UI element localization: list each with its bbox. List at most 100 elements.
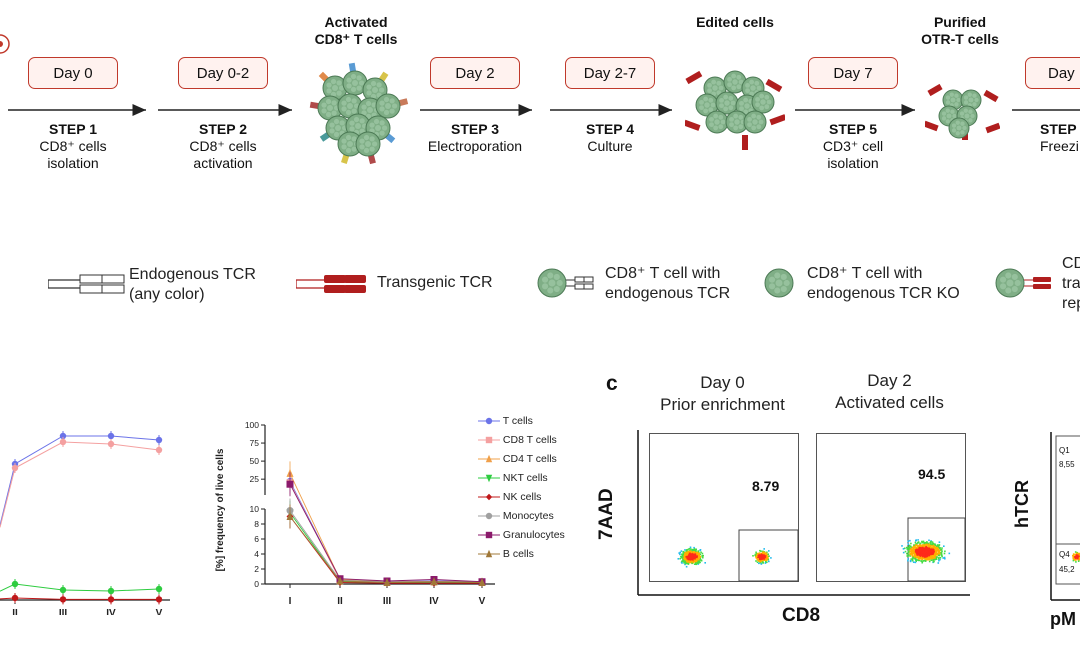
data-point xyxy=(107,596,115,603)
cell xyxy=(743,110,767,134)
cell xyxy=(375,93,401,119)
x-tick-label: V xyxy=(156,608,163,615)
legend-item: CD8 T cells xyxy=(478,434,557,446)
cell xyxy=(342,70,368,96)
y-tick-label: 75 xyxy=(250,438,260,448)
y-tick-label: 6 xyxy=(254,534,259,544)
data-point xyxy=(107,587,115,595)
legend-swatch xyxy=(478,418,500,425)
series-line xyxy=(0,583,160,592)
cell xyxy=(537,268,567,298)
cell xyxy=(723,70,747,94)
legend-swatch xyxy=(478,437,500,444)
q1-value: 8,55 xyxy=(1059,460,1075,469)
data-point xyxy=(11,594,19,602)
legend-endogenous-text: Endogenous TCR(any color) xyxy=(129,266,256,303)
series-line xyxy=(0,597,159,600)
y-tick-label: 2 xyxy=(254,564,259,574)
y-tick-label: 25 xyxy=(250,474,260,484)
series-line xyxy=(289,484,483,583)
day-box-2: Day 0-2 xyxy=(178,57,268,89)
population-cd8 xyxy=(752,548,772,565)
gate-1 xyxy=(738,529,799,582)
x-tick-label: IV xyxy=(429,596,439,607)
population-negative xyxy=(677,546,706,568)
purified-cells-illustration xyxy=(925,83,1000,140)
data-point xyxy=(155,585,163,593)
series-line xyxy=(289,482,483,583)
y-tick-label: 0 xyxy=(254,579,259,589)
legend-item: NKT cells xyxy=(478,472,548,484)
cell xyxy=(337,131,363,157)
data-point xyxy=(59,438,67,446)
day-box-3: Day 2 xyxy=(430,57,520,89)
series-line xyxy=(289,516,482,584)
data-point xyxy=(59,586,67,594)
data-point xyxy=(155,436,163,444)
y-axis-label: 7AAD xyxy=(596,488,617,540)
series-line xyxy=(289,473,482,583)
legend-label: Monocytes xyxy=(500,510,554,522)
flow-plot-1 xyxy=(649,433,799,582)
data-point xyxy=(478,578,486,586)
data-point xyxy=(286,512,294,520)
activated-cells-illustration xyxy=(309,62,409,165)
y-tick-label: 8 xyxy=(254,519,259,529)
gate-2-value: 94.5 xyxy=(918,466,946,482)
cell-transgenic-icon xyxy=(995,268,1051,298)
legend-swatch xyxy=(478,494,500,501)
edited-cells-illustration xyxy=(685,70,785,150)
cell xyxy=(995,268,1025,298)
x-tick-label: II xyxy=(12,608,18,615)
series-line xyxy=(289,512,482,583)
cell xyxy=(695,93,719,117)
q4-label: Q4 xyxy=(1059,550,1070,559)
x-tick-label: IV xyxy=(106,608,116,615)
cell-endogenous-icon xyxy=(537,268,594,298)
y-axis-label: [%] frequency of live cells xyxy=(215,448,226,571)
cell xyxy=(705,110,729,134)
series-line xyxy=(289,516,483,583)
day-box-4: Day 2-7 xyxy=(565,57,655,89)
q1-label: Q1 xyxy=(1059,446,1070,455)
data-point xyxy=(430,577,438,586)
transgenic-receptor xyxy=(925,120,939,132)
x-tick-label: III xyxy=(59,608,68,615)
data-point xyxy=(383,578,391,586)
x-tick-label: I xyxy=(289,596,292,607)
flow-axes xyxy=(637,430,970,596)
gate-1-value: 8.79 xyxy=(752,478,780,494)
legend-label: CD8 T cells xyxy=(500,434,557,446)
flow-plot-3 xyxy=(1050,432,1080,601)
y-tick-label: 10 xyxy=(250,504,260,514)
q4-value: 45,2 xyxy=(1059,565,1075,574)
legend-label: NK cells xyxy=(500,491,542,503)
data-point xyxy=(11,464,19,472)
series-line xyxy=(289,510,482,583)
legend-item: B cells xyxy=(478,548,534,560)
day-box-1: Day 0 xyxy=(28,57,118,89)
data-point xyxy=(11,580,19,588)
legend-swatch xyxy=(478,532,500,539)
series-line xyxy=(0,435,160,526)
cell xyxy=(942,89,964,111)
data-point xyxy=(155,596,163,603)
cell xyxy=(751,90,775,114)
panel-letter: c xyxy=(606,372,618,395)
cell xyxy=(948,117,970,139)
y-tick-label: 50 xyxy=(250,456,260,466)
x-tick-label: V xyxy=(479,596,486,607)
cell xyxy=(725,110,749,134)
x-tick-label: III xyxy=(383,596,392,607)
legend-label: B cells xyxy=(500,548,534,560)
y-tick-label: 4 xyxy=(254,549,259,559)
